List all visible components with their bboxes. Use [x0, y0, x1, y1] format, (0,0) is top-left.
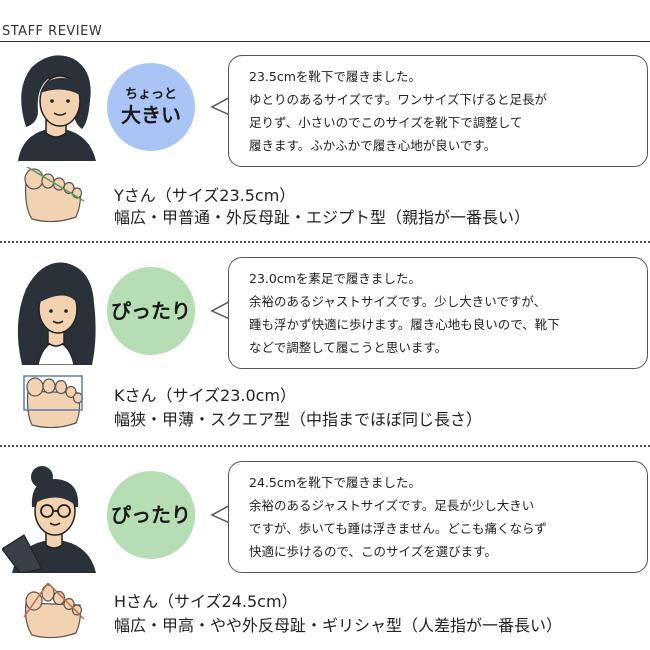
- staff-avatar-short-hair-icon: [18, 55, 96, 161]
- review-card-y: ちょっと 大きい 23.5cmを靴下で履きました。 ゆとりのあるサイズです。ワン…: [0, 43, 650, 241]
- staff-avatar-bun-glasses-icon: [2, 466, 96, 573]
- foot-type: 幅狭・甲薄・スクエア型（中指までほぼ同じ長さ）: [114, 410, 483, 429]
- fit-badge: ぴったり: [107, 471, 195, 559]
- staff-name-size: Kさん（サイズ23.0cm）: [114, 386, 297, 405]
- foot-type: 幅広・甲高・やや外反母趾・ギリシャ型（人差指が一番長い）: [114, 616, 563, 635]
- fit-badge-large-text: ぴったり: [111, 503, 191, 527]
- comment-line: 23.5cmを靴下で履きました。: [249, 69, 421, 84]
- comment-line: ゆとりのあるサイズです。ワンサイズ下げると足長が: [249, 92, 548, 107]
- review-comment-bubble: 23.0cmを素足で履きました。 余裕のあるジャストサイズです。少し大きいですが…: [228, 257, 648, 369]
- staff-name-size: Yさん（サイズ23.5cm）: [114, 186, 296, 205]
- comment-line: 余裕のあるジャストサイズです。足長が少し大きい: [249, 498, 535, 513]
- foot-type: 幅広・甲普通・外反母趾・エジプト型（親指が一番長い）: [114, 208, 531, 227]
- review-comment-bubble: 24.5cmを靴下で履きました。 余裕のあるジャストサイズです。足長が少し大きい…: [228, 461, 648, 573]
- review-card-h: ぴったり 24.5cmを靴下で履きました。 余裕のあるジャストサイズです。足長が…: [0, 447, 650, 650]
- comment-line: 履きます。ふかふかで履き心地が良いです。: [249, 138, 497, 153]
- comment-line: 23.0cmを素足で履きました。: [249, 271, 421, 286]
- comment-line: 快適に歩けるので、このサイズを選びます。: [249, 544, 497, 559]
- staff-avatar-long-hair-icon: [17, 262, 96, 365]
- review-comment-bubble: 23.5cmを靴下で履きました。 ゆとりのあるサイズです。ワンサイズ下げると足長…: [228, 55, 648, 167]
- fit-badge-large-text: ぴったり: [111, 299, 191, 323]
- page-title: STAFF REVIEW: [2, 24, 103, 39]
- section-divider: [0, 241, 650, 243]
- section-divider: [0, 445, 650, 447]
- comment-line: 踵も浮かず快適に歩けます。履き心地も良いので、靴下: [249, 317, 560, 332]
- fit-badge-large-text: 大きい: [121, 103, 181, 127]
- comment-line: 余裕のあるジャストサイズです。少し大きいですが、: [249, 294, 547, 309]
- fit-badge: ちょっと 大きい: [107, 63, 195, 151]
- comment-line: などで調整して履こうと思います。: [249, 340, 448, 355]
- foot-egyptian-icon: [24, 167, 85, 223]
- review-card-k: ぴったり 23.0cmを素足で履きました。 余裕のあるジャストサイズです。少し大…: [0, 243, 650, 445]
- comment-line: 足りず、小さいのでこのサイズを靴下で調整して: [249, 115, 523, 130]
- foot-greek-icon: [23, 583, 85, 639]
- fit-badge: ぴったり: [107, 267, 195, 355]
- fit-badge-small-text: ちょっと: [124, 87, 177, 102]
- page-header: STAFF REVIEW: [0, 0, 650, 42]
- staff-name-size: Hさん（サイズ24.5cm）: [114, 592, 298, 611]
- comment-line: 24.5cmを靴下で履きました。: [249, 475, 421, 490]
- foot-square-icon: [23, 375, 84, 429]
- comment-line: ですが、歩いても踵は浮きません。どこも痛くならず: [249, 521, 547, 536]
